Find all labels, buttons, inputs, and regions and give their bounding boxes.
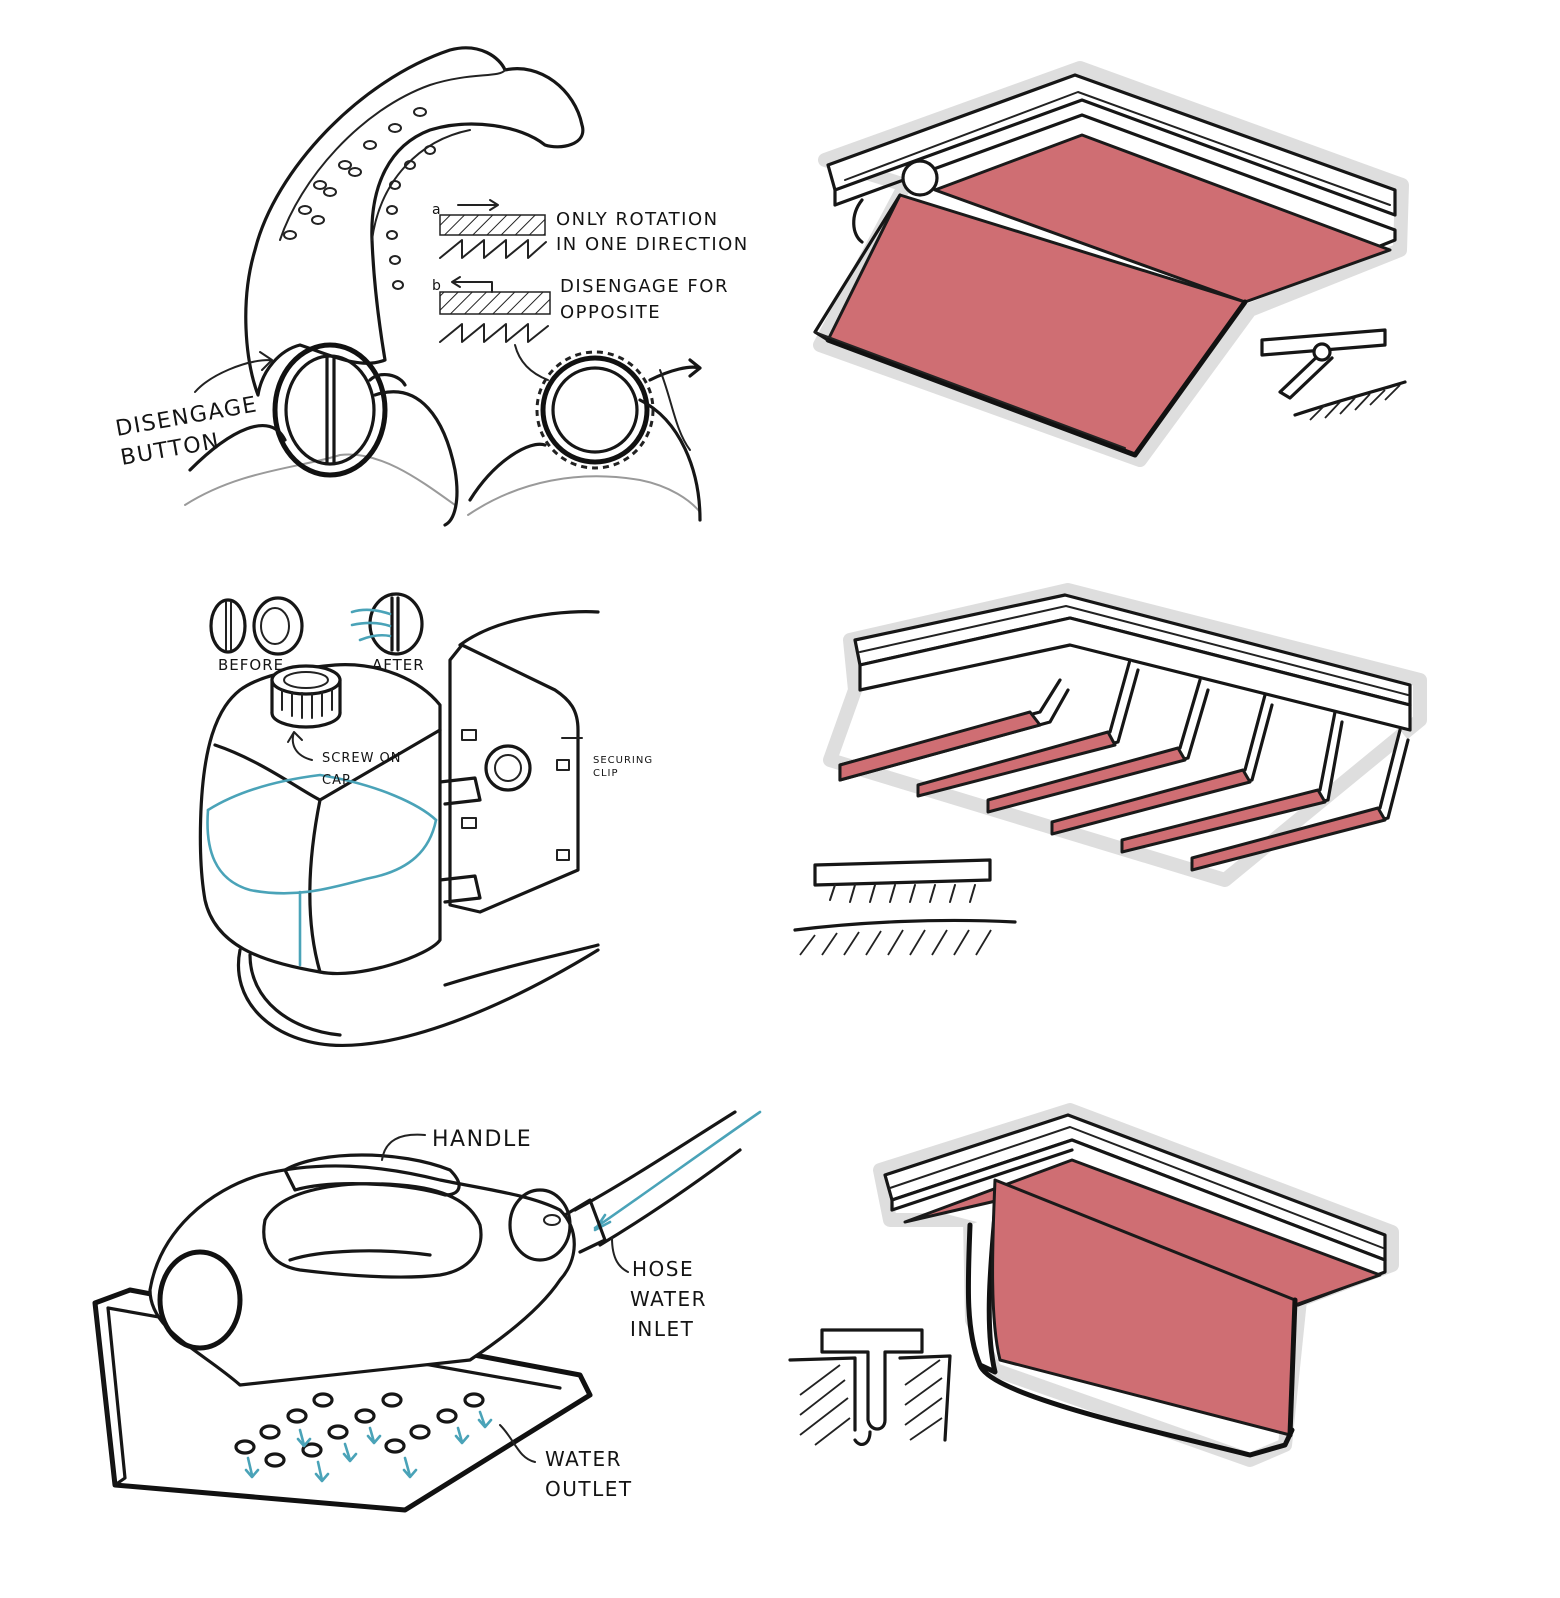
hose-pointer [611, 1237, 629, 1273]
outlet-pointer [499, 1424, 536, 1463]
t-web-panel [991, 1178, 1297, 1437]
flap-panel-upper [933, 133, 1392, 304]
disengage-button-dial [272, 342, 388, 478]
water-outlet-label-line2: OUTLET [545, 1477, 633, 1501]
t-detail-inset [788, 1328, 952, 1446]
hose-label-line3: INLET [630, 1317, 694, 1341]
t-profile-sketch [788, 1103, 1399, 1467]
handle-pointer [381, 1133, 426, 1161]
cap-after-icon [350, 592, 424, 656]
ratchet-diagram-b: b [432, 276, 551, 343]
water-outlet-holes [234, 1392, 485, 1468]
ratchet-note-a-line2: IN ONE DIRECTION [556, 234, 749, 255]
securing-clips [461, 729, 570, 861]
ratchet-note-b-line2: OPPOSITE [560, 302, 661, 323]
ratchet-note-b-line1: DISENGAGE FOR [560, 276, 729, 297]
water-outlet-arrows [244, 1410, 493, 1483]
hinged-flap-sketch [813, 61, 1409, 467]
disengage-arrow [194, 351, 273, 393]
hinge-barrel [901, 159, 939, 197]
screw-on-cap-label-line2: CAP [322, 773, 351, 788]
fins [838, 658, 1410, 872]
water-level-line [206, 773, 438, 822]
fin-detail-inset [793, 858, 1017, 956]
screw-cap [270, 664, 342, 729]
handle-body-outline [244, 46, 585, 397]
t-web-left [965, 1212, 998, 1375]
toothed-dial [468, 344, 702, 522]
ratchet-note-a-line1: ONLY ROTATION [556, 209, 719, 230]
securing-clip-label-line2: CLIP [593, 768, 619, 779]
svg-text:a: a [432, 202, 442, 218]
steam-iron-sketch: HANDLE HOSE WATER INLET WATER OUTLET [92, 1110, 762, 1513]
hose-label-line1: HOSE [632, 1257, 694, 1281]
water-tank-sketch: BEFORE AFTER [198, 592, 653, 1048]
handle-label: HANDLE [432, 1127, 532, 1152]
svg-text:b: b [432, 278, 442, 294]
hose-label-line2: WATER [630, 1287, 707, 1311]
water-outlet-label-line1: WATER [545, 1447, 622, 1471]
securing-clip-label-line1: SECURING [593, 755, 653, 766]
ratchet-diagram-a: a [432, 199, 547, 259]
flap-detail-inset [1260, 328, 1407, 421]
grip-dots [283, 107, 436, 290]
before-label: BEFORE [218, 656, 284, 674]
handle-ratchet-sketch: DISENGAGE BUTTON a ONLY ROTATION IN ONE … [114, 46, 749, 527]
screw-cap-arrow [287, 731, 313, 761]
multi-fin-sketch [793, 583, 1427, 956]
screw-on-cap-label-line1: SCREW ON [322, 751, 402, 766]
hose [573, 1110, 742, 1247]
cap-before-icon [209, 596, 304, 656]
